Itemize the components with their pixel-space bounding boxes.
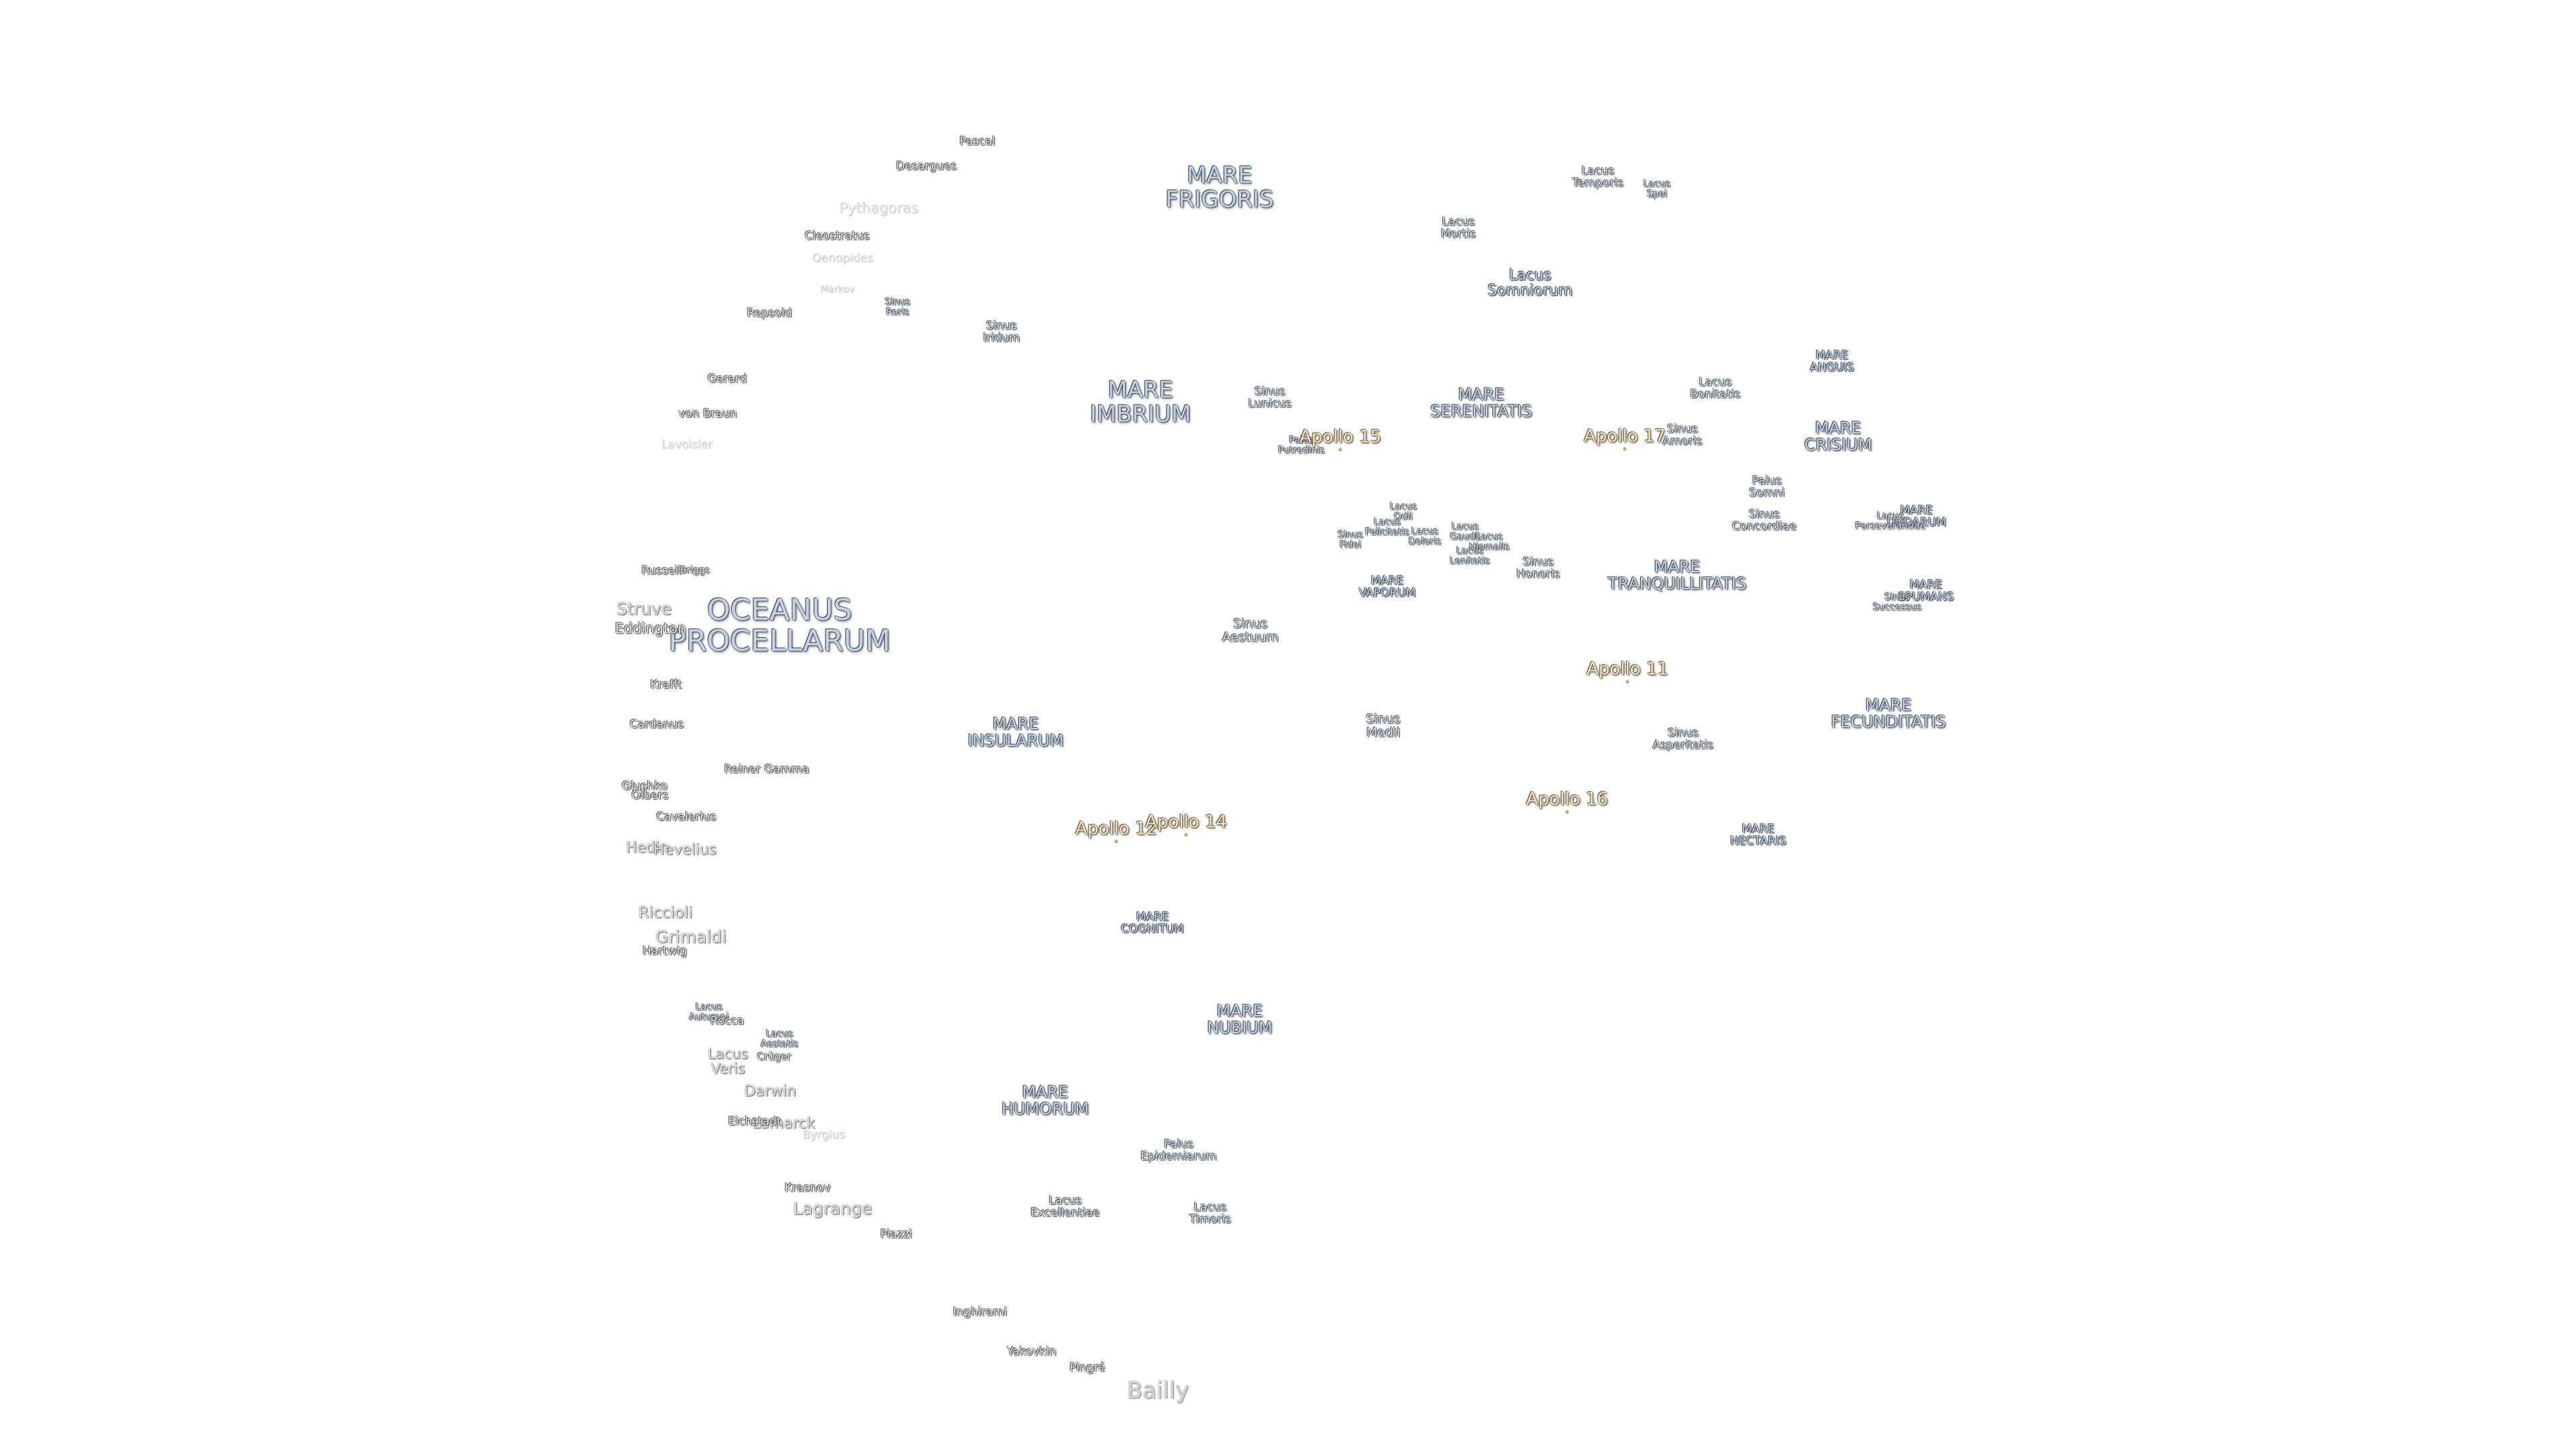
sinus-concordiae-label: Sinus Concordiae <box>1732 508 1796 533</box>
mare-spumans-label: MARE SPUMANS <box>1898 578 1954 604</box>
apollo-14-marker: Apollo 14 <box>1145 812 1227 837</box>
lacus-odii-label: Lacus Odii <box>1389 501 1417 522</box>
crater-grimaldi-label: Grimaldi <box>655 926 727 947</box>
mare-fecunditatis-label: MARE FECUNDITATIS <box>1831 695 1946 731</box>
crater-lagrange-label: Lagrange <box>793 1198 872 1218</box>
crater-hevelius-label: Hevelius <box>653 841 717 859</box>
mare-nubium-label: MARE NUBIUM <box>1207 1001 1273 1037</box>
apollo-17-marker: Apollo 17 <box>1584 426 1666 451</box>
mare-imbrium-label: MARE IMBRIUM <box>1089 376 1191 427</box>
crater-byrgius-label: Byrgius <box>802 1128 845 1142</box>
crater-eddington-label: Eddington <box>614 620 687 637</box>
crater-krasnov-label: Krasnov <box>784 1181 831 1195</box>
apollo-12-marker: Apollo 12 <box>1075 818 1157 844</box>
sinus-roris-label: Sinus Roris <box>885 297 910 317</box>
apollo-11-marker: Apollo 11 <box>1587 659 1668 684</box>
crater-krafft-label: Krafft <box>650 678 682 692</box>
crater-pascal-label: Pascal <box>959 135 996 149</box>
crater-hartwig-label: Hartwig <box>642 945 688 959</box>
lacus-excellentiae-label: Lacus Excellentiae <box>1030 1194 1100 1220</box>
crater-desargues-label: Desargues <box>896 160 957 174</box>
lacus-temporis-label: Lacus Temporis <box>1572 164 1624 190</box>
mare-anguis-label: MARE ANGUIS <box>1810 349 1854 374</box>
sinus-iridum-label: Sinus Iridum <box>983 319 1020 345</box>
palus-somni-label: Palus Somni <box>1749 474 1785 500</box>
lacus-mortis-label: Lacus Mortis <box>1440 215 1477 241</box>
sinus-amoris-label: Sinus Amoris <box>1662 423 1703 448</box>
mare-tranquillitatis-label: MARE TRANQUILLITATIS <box>1607 557 1747 593</box>
crater-repsold-label: Repsold <box>747 307 792 321</box>
crater-piazzi-label: Piazzi <box>880 1228 912 1242</box>
crater-russell-label: Russell <box>641 564 682 578</box>
mare-crisium-label: MARE CRISIUM <box>1804 418 1872 454</box>
lacus-gaudii-label: Lacus Gaudii <box>1450 521 1481 542</box>
lacus-somniorum-label: Lacus Somniorum <box>1487 266 1573 299</box>
crater-cardanus-label: Cardanus <box>629 718 684 732</box>
lacus-autumni-label: Lacus Autumni <box>689 1002 729 1022</box>
crater-lavoisier-label: Lavoisier <box>661 438 713 452</box>
crater-eichstadt-label: Eichstadt <box>728 1115 782 1129</box>
lacus-spei-label: Lacus Spei <box>1643 178 1671 199</box>
mare-vaporum-label: MARE VAPORUM <box>1358 574 1416 600</box>
lacus-veris-label: Lacus Veris <box>707 1045 749 1077</box>
crater-lamarck-label: Lamarck <box>751 1115 816 1132</box>
lacus-bonitatis-label: Lacus Bonitatis <box>1690 376 1741 401</box>
mare-serenitatis-label: MARE SERENITATIS <box>1430 384 1532 421</box>
sinus-asperitatis-label: Sinus Asperitatis <box>1652 727 1714 752</box>
crater-oenopides-label: Oenopides <box>812 252 873 266</box>
crater-reiner-gamma-label: Reiner Gamma <box>724 763 810 777</box>
lacus-aestatis-label: Lacus Aestatis <box>761 1028 798 1049</box>
crater-struve-label: Struve <box>616 598 672 619</box>
crater-pingre-label: Pingré <box>1069 1361 1106 1375</box>
oceanus-procellarum-label: OCEANUS PROCELLARUM <box>668 592 891 658</box>
mare-frigoris-label: MARE FRIGORIS <box>1165 162 1274 213</box>
sinus-honoris-label: Sinus Honoris <box>1516 555 1560 581</box>
sinus-medii-label: Sinus Medii <box>1366 712 1401 740</box>
lacus-perseverantiae-label: Lacus Perseverantiae <box>1855 511 1926 531</box>
crater-cruger-label: Crüger <box>757 1051 792 1063</box>
sinus-lunicus-label: Sinus Lunicus <box>1248 385 1292 411</box>
lacus-hiemalis-label: Lacus Hiemalis <box>1468 531 1510 552</box>
crater-rocca-label: Rocca <box>710 1014 745 1028</box>
mare-insularum-label: MARE INSULARUM <box>967 714 1064 750</box>
crater-inghirami-label: Inghirami <box>953 1305 1008 1320</box>
palus-epidemiarum-label: Palus Epidemiarum <box>1140 1138 1217 1163</box>
apollo-16-marker: Apollo 16 <box>1526 789 1608 814</box>
crater-pythagoras-label: Pythagoras <box>839 199 919 216</box>
lacus-doloris-label: Lacus Doloris <box>1408 526 1442 547</box>
crater-olbers-label: Olbers <box>631 789 669 803</box>
mare-cognitum-label: MARE COGNITUM <box>1121 910 1184 936</box>
mare-undarum-label: MARE UNDARUM <box>1886 504 1947 529</box>
sinus-fidei-label: Sinus Fidei <box>1338 529 1363 550</box>
mare-nectaris-label: MARE NECTARIS <box>1730 822 1786 848</box>
lacus-lenitatis-label: Lacus Lenitatis <box>1450 545 1490 566</box>
crater-von-braun-label: von Braun <box>678 407 737 421</box>
crater-yakovkin-label: Yakovkin <box>1007 1345 1057 1359</box>
crater-glushko-label: Glushko <box>622 780 667 794</box>
crater-hedin-label: Hedin <box>625 839 669 857</box>
lacus-timoris-label: Lacus Timoris <box>1189 1201 1232 1226</box>
palus-putredinis-label: Palus Putredinis <box>1278 435 1325 455</box>
mare-humorum-label: MARE HUMORUM <box>1001 1082 1089 1118</box>
crater-briggs-label: Briggs <box>680 565 710 576</box>
crater-gerard-label: Gerard <box>707 372 747 386</box>
crater-markov-label: Markov <box>820 284 855 295</box>
crater-cleostratus-label: Cleostratus <box>804 229 870 244</box>
sinus-aestuum-label: Sinus Aestuum <box>1222 616 1279 645</box>
crater-cavalerius-label: Cavalerius <box>656 810 716 824</box>
crater-riccioli-label: Riccioli <box>638 904 693 922</box>
sinus-successus-label: Sinus Successus <box>1872 592 1922 612</box>
apollo-15-marker: Apollo 15 <box>1299 427 1381 452</box>
crater-darwin-label: Darwin <box>744 1083 796 1100</box>
lacus-felicitatis-label: Lacus Felicitatis <box>1364 517 1410 537</box>
crater-bailly-label: Bailly <box>1126 1377 1189 1405</box>
